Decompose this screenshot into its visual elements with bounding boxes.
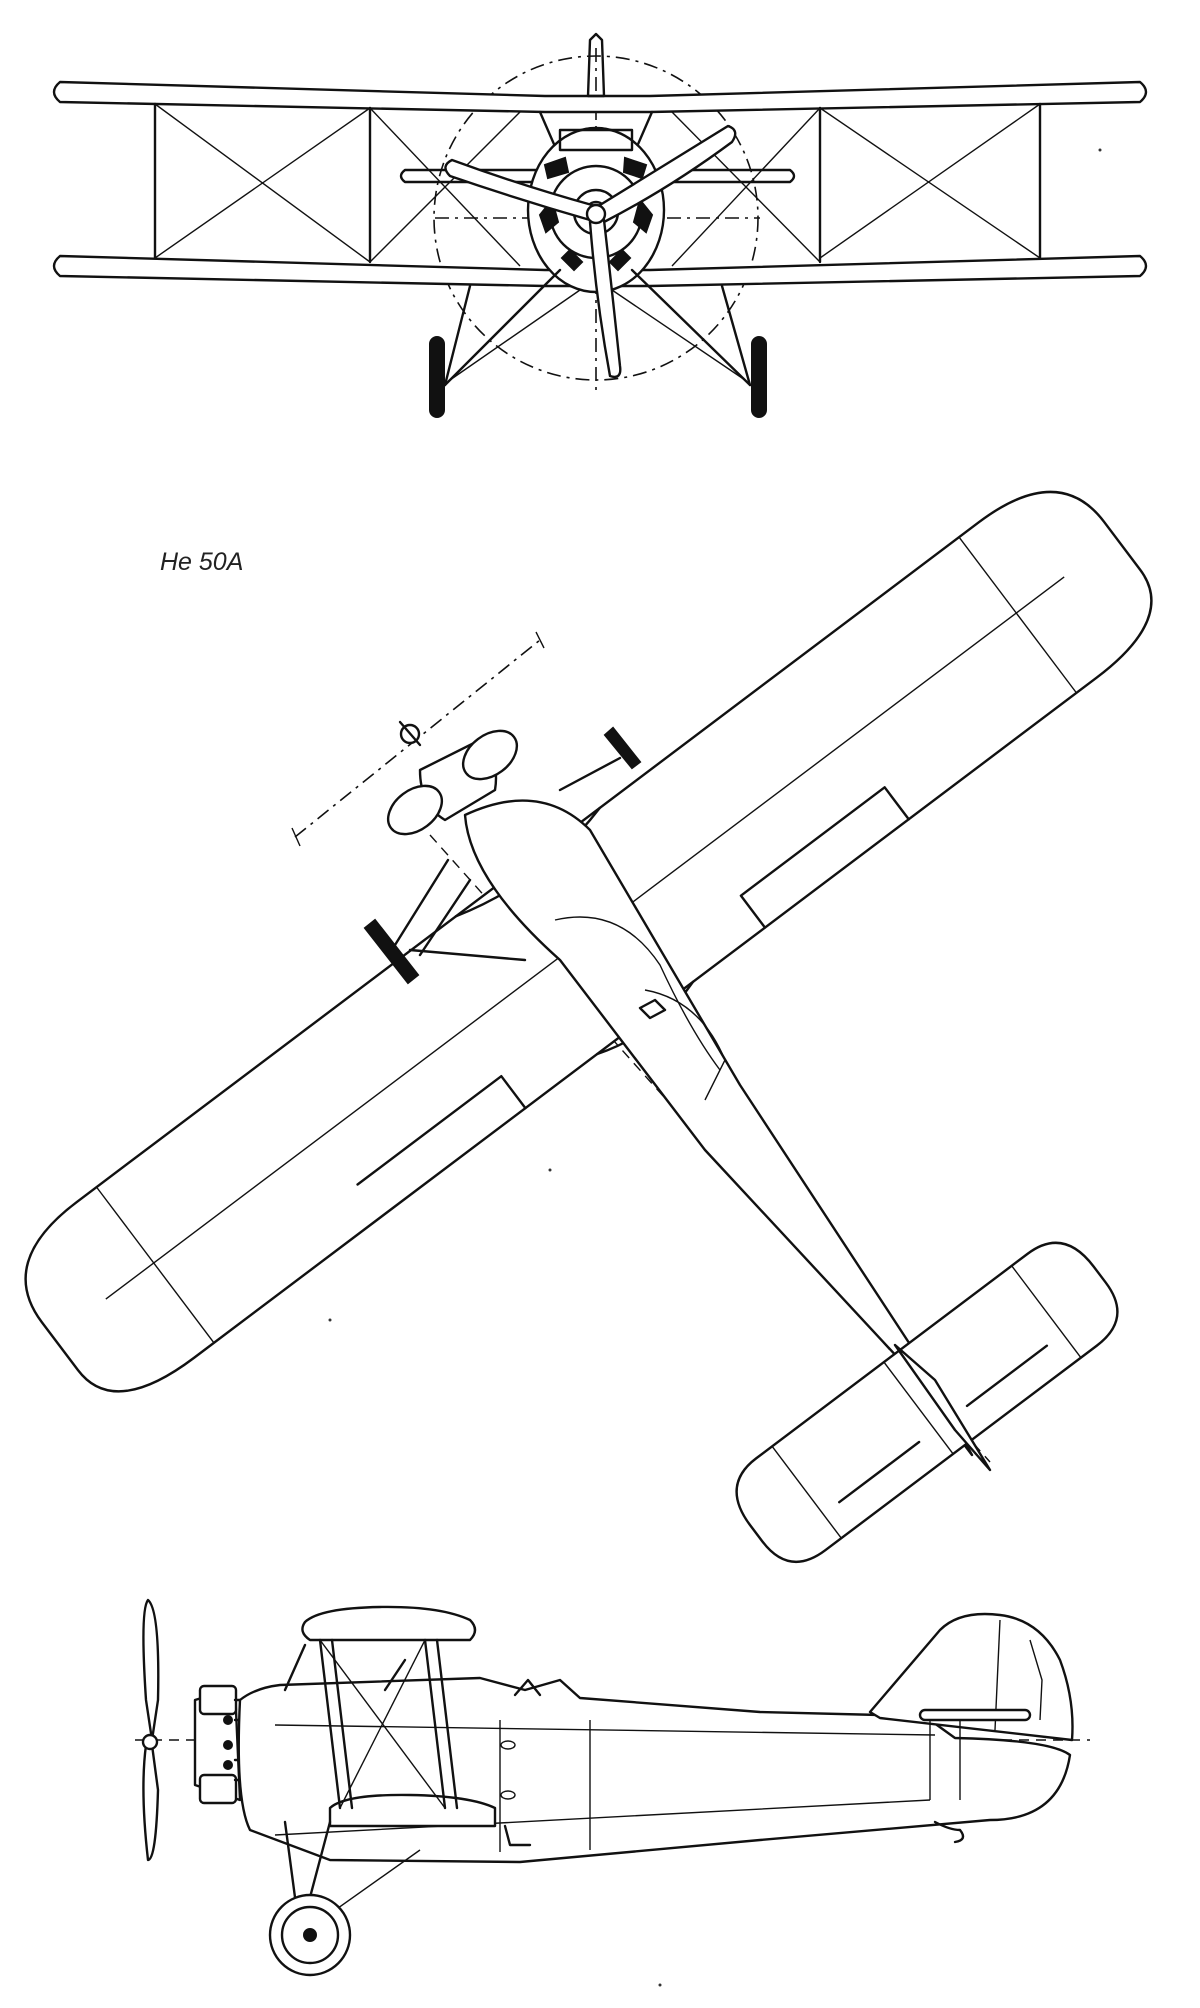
landing-gear-side xyxy=(268,1820,532,1977)
upper-wing-side xyxy=(301,1605,477,1642)
landing-gear-plan xyxy=(363,726,642,985)
tailplane-front xyxy=(399,168,796,184)
aircraft-designation-label: He 50A xyxy=(160,548,244,576)
fin-front xyxy=(586,32,606,98)
side-view xyxy=(135,1598,1090,1977)
fin-rudder-side xyxy=(868,1612,1074,1742)
tailplane-side xyxy=(918,1708,1032,1722)
interplane-bracing xyxy=(153,102,1042,267)
plan-view xyxy=(24,490,1153,1564)
right-wheel-front xyxy=(751,336,767,418)
engine-side xyxy=(193,1684,247,1805)
tailplane-plan xyxy=(735,1241,1119,1564)
propeller-front xyxy=(444,124,737,379)
lower-wing-side xyxy=(328,1793,497,1828)
left-wheel-front xyxy=(429,336,445,418)
front-view xyxy=(52,32,1148,418)
landing-gear-front xyxy=(429,268,767,418)
fin-plan xyxy=(893,1343,992,1472)
wing-struts-side xyxy=(283,1638,459,1810)
engine-plan xyxy=(386,720,519,836)
propeller-side xyxy=(141,1598,160,1862)
tail-skid-side xyxy=(933,1820,965,1844)
